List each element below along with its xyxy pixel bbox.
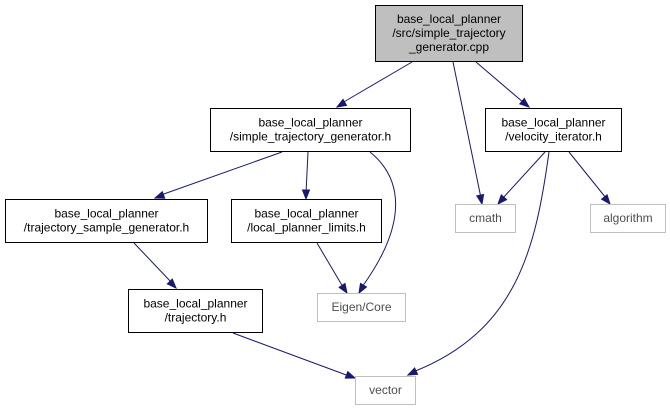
node-label-line: /src/simple_trajectory	[392, 26, 505, 40]
node-traj-h[interactable]: base_local_planner/trajectory.h	[128, 289, 263, 333]
node-algorithm: algorithm	[590, 204, 666, 233]
edge-line	[452, 61, 482, 199]
edge-root-to-cmath	[452, 61, 485, 206]
edge-line	[232, 332, 350, 377]
node-box	[375, 5, 523, 62]
edge-vel_h-to-vector	[406, 151, 550, 376]
node-label-line: /local_planner_limits.h	[247, 221, 366, 235]
edge-vel_h-to-algorithm	[568, 151, 611, 206]
node-vel-h[interactable]: base_local_planner/velocity_iterator.h	[485, 108, 622, 152]
node-label-line: Eigen/Core	[331, 300, 391, 314]
arrowhead-icon	[358, 282, 368, 295]
node-stg-h[interactable]: base_local_planner/simple_trajectory_gen…	[210, 108, 411, 152]
node-label-line: base_local_planner	[143, 297, 247, 311]
edge-root-to-stg_h	[335, 61, 413, 108]
node-root[interactable]: base_local_planner/src/simple_trajectory…	[375, 5, 523, 62]
edge-line	[133, 242, 173, 284]
node-tsg-h[interactable]: base_local_planner/trajectory_sample_gen…	[5, 199, 208, 243]
node-label-line: /simple_trajectory_generator.h	[230, 130, 391, 144]
node-box	[355, 376, 416, 405]
arrowhead-icon	[344, 370, 357, 379]
edge-line	[412, 151, 550, 373]
arrowhead-icon	[338, 282, 348, 295]
arrowhead-icon	[497, 194, 508, 206]
node-label-line: algorithm	[603, 211, 652, 225]
edge-lpl_h-to-eigen	[316, 242, 348, 295]
node-label-line: /velocity_iterator.h	[505, 130, 602, 144]
arrowhead-icon	[335, 98, 348, 108]
edge-line	[305, 151, 309, 194]
edge-line	[361, 151, 396, 288]
node-eigen: Eigen/Core	[317, 293, 406, 322]
node-box	[231, 199, 382, 243]
node-box	[485, 108, 622, 152]
edge-root-to-vel_h	[475, 61, 531, 108]
node-label-line: base_local_planner	[397, 12, 501, 26]
node-box	[128, 289, 263, 333]
node-label-line: base_local_planner	[54, 207, 158, 221]
edge-line	[316, 242, 344, 288]
node-box	[590, 204, 666, 233]
arrowhead-icon	[600, 193, 611, 206]
arrowhead-icon	[153, 190, 166, 199]
arrowhead-icon	[475, 193, 485, 206]
node-box	[210, 108, 411, 152]
edge-line	[502, 151, 546, 199]
edge-traj_h-to-vector	[232, 332, 357, 379]
arrowhead-icon	[301, 189, 311, 201]
edges	[133, 61, 611, 379]
edge-line	[568, 151, 607, 199]
node-label-line: /trajectory_sample_generator.h	[24, 221, 189, 235]
node-label-line: _generator.cpp	[408, 40, 489, 54]
node-label-line: cmath	[469, 211, 502, 225]
edge-stg_h-to-eigen	[358, 151, 396, 295]
node-lpl-h[interactable]: base_local_planner/local_planner_limits.…	[231, 199, 382, 243]
edge-line	[160, 151, 283, 196]
node-box	[317, 293, 406, 322]
node-label-line: /trajectory.h	[165, 311, 227, 325]
edge-vel_h-to-cmath	[497, 151, 546, 206]
edge-line	[475, 61, 525, 104]
edge-line	[341, 61, 413, 104]
node-label-line: base_local_planner	[258, 116, 362, 130]
edge-tsg_h-to-traj_h	[133, 242, 177, 290]
arrowhead-icon	[518, 97, 531, 108]
nodes: base_local_planner/src/simple_trajectory…	[5, 5, 666, 405]
node-label-line: base_local_planner	[501, 116, 605, 130]
edge-stg_h-to-lpl_h	[301, 151, 311, 201]
node-label-line: vector	[369, 383, 402, 397]
node-box	[5, 199, 208, 243]
edge-stg_h-to-tsg_h	[153, 151, 283, 199]
arrowhead-icon	[166, 278, 177, 290]
arrowhead-icon	[406, 367, 419, 376]
node-vector: vector	[355, 376, 416, 405]
node-label-line: base_local_planner	[254, 207, 358, 221]
node-box	[455, 204, 516, 233]
node-cmath: cmath	[455, 204, 516, 233]
